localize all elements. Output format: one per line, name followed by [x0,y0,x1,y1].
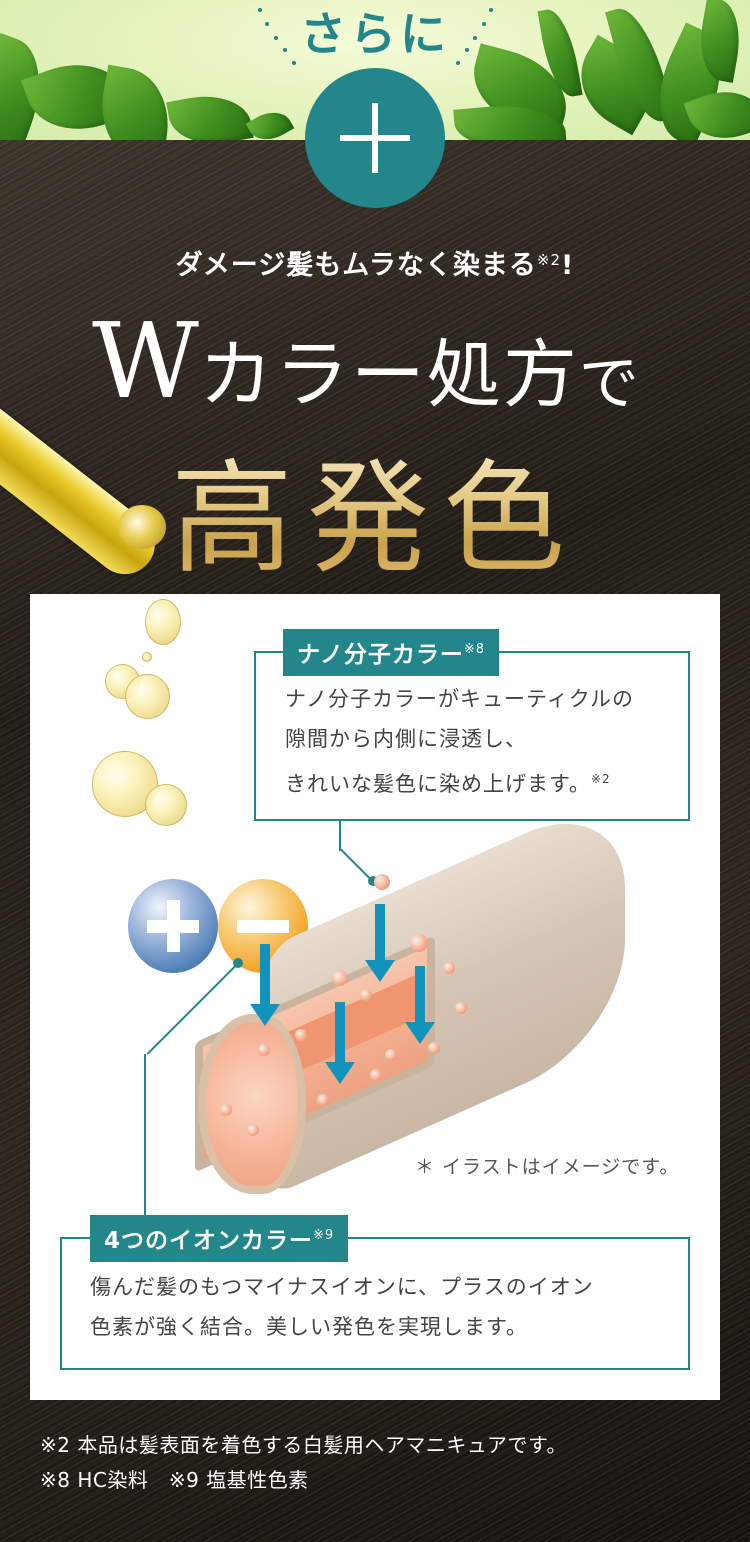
oil-bubble-icon [125,674,170,719]
dye-granule-icon [220,1104,232,1116]
ion-color-callout [60,1237,690,1370]
dye-granule-icon [455,1002,467,1014]
headline: Wカラー処方で [92,300,639,422]
explanation-panel: ナノ分子カラー※8 ナノ分子カラーがキューティクルの 隙間から内側に浸透し、 き… [30,594,720,1400]
dye-granule-icon [410,934,428,952]
connector-dot [233,958,243,968]
dye-granule-icon [317,1094,329,1106]
dye-granule-icon [247,1124,259,1136]
leaf-icon [166,88,254,140]
sparkle-dot [265,22,269,26]
sparkle-dot [456,61,460,65]
nano-color-description: ナノ分子カラーがキューティクルの 隙間から内側に浸透し、 きれいな髪色に染め上げ… [285,687,635,796]
dye-granule-icon [370,1069,382,1081]
penetration-arrow-icon [250,944,280,1026]
nano-molecule-icon [374,874,390,890]
connector-line [339,821,341,851]
leaf-icon [92,64,178,140]
penetration-arrow-icon [405,966,435,1044]
penetration-arrow-icon [325,1002,355,1084]
sparkle-dot [258,8,262,12]
dye-granule-icon [332,970,348,986]
ion-color-description: 傷んだ髪のもつマイナスイオンに、プラスのイオン 色素が強く結合。美しい発色を実現… [90,1275,594,1339]
penetration-arrow-icon [365,904,395,982]
dye-granule-icon [360,989,372,1001]
sparkle-dot [489,8,493,12]
sparkle-dot [465,48,469,52]
dye-granule-icon [428,1042,440,1054]
big-title: 高発色 [0,420,750,597]
sparkle-dot [482,22,486,26]
connector-dot [368,876,378,886]
plus-badge [305,68,445,208]
footnotes: ※2 本品は髪表面を着色する白髪用ヘアマニキュアです。 ※8 HC染料 ※9 塩… [40,1428,567,1498]
connector-line [144,1054,146,1216]
leaf-icon [245,103,295,140]
oil-bubble-icon [142,652,152,662]
sparkle-dot [283,48,287,52]
oil-drop-icon [145,599,181,645]
sparkle-dot [292,61,296,65]
dropper-tip-icon [118,505,166,549]
nano-color-tag: ナノ分子カラー※8 [283,629,500,676]
footnote-2: ※2 本品は髪表面を着色する白髪用ヘアマニキュアです。 [40,1433,567,1457]
dye-granule-icon [385,1049,397,1061]
sparkle-dot [274,36,278,40]
hair-cross-section [198,1014,306,1194]
plus-ion-icon [128,879,218,973]
sparkle-dot [473,36,477,40]
dye-granule-icon [443,962,455,974]
dye-granule-icon [295,1029,307,1041]
ion-color-tag: 4つのイオンカラー※9 [90,1215,349,1262]
illustration-disclaimer: ＊ イラストはイメージです。 [415,1156,680,1178]
dye-granule-icon [258,1044,270,1056]
plus-icon [372,103,378,173]
subheadline: ダメージ髪もムラなく染まる※2! [175,250,575,281]
oil-bubble-icon [145,784,187,826]
intro-text: さらに [300,7,450,61]
footnote-8-9: ※8 HC染料 ※9 塩基性色素 [40,1468,309,1492]
